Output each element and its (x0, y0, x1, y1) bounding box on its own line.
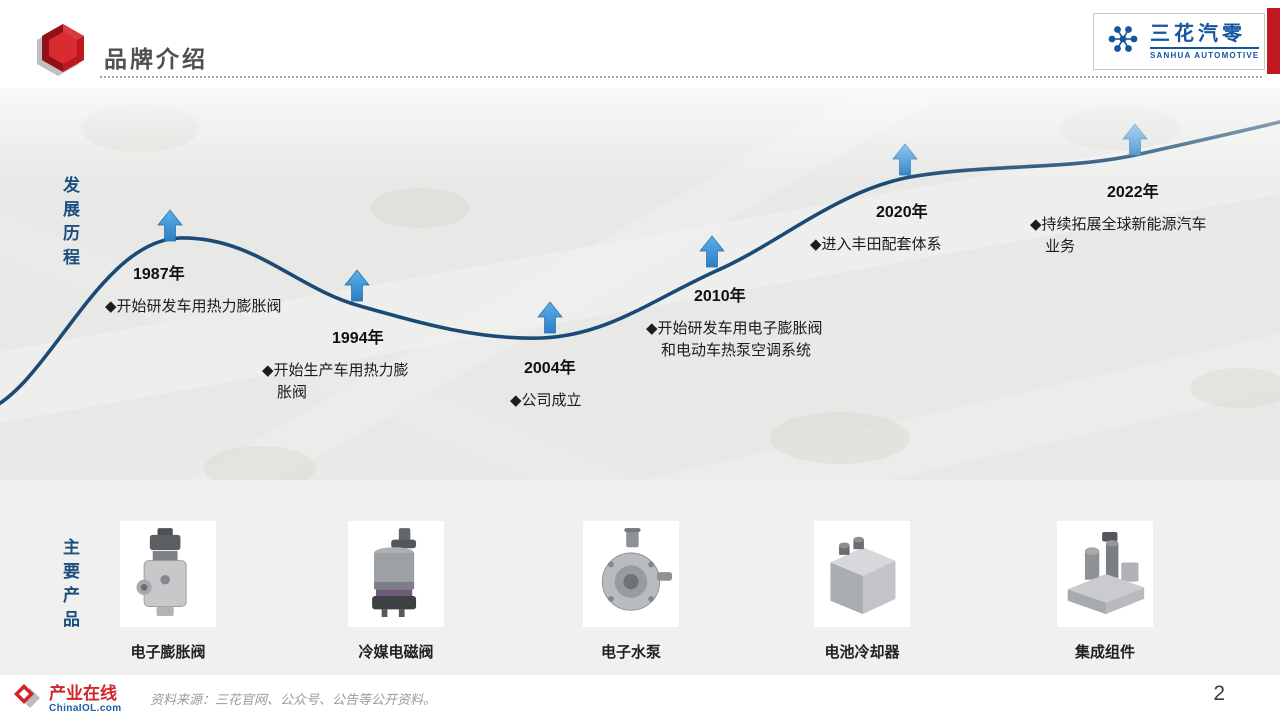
timeline-section: 发展历程 1987年 ◆开始研发车用热力膨胀阀 1994年 ◆开始生产车用热力膨… (0, 88, 1280, 480)
logo-subtitle: SANHUA AUTOMOTIVE (1150, 47, 1260, 60)
products-section: 主要产品 电子膨胀阀 (0, 480, 1280, 675)
page-title: 品牌介绍 (104, 46, 208, 72)
solenoid-valve-image (348, 521, 444, 627)
product-card: 电子水泵 (583, 521, 679, 662)
milestone-1987: 1987年 ◆开始研发车用热力膨胀阀 (105, 260, 345, 318)
source-note: 资料来源：三花官网、公众号、公告等公开资料。 (150, 692, 437, 707)
brand-domain: ChinaIOL.com (49, 703, 122, 715)
milestone-desc: ◆开始研发车用电子膨胀阀 和电动车热泵空调系统 (646, 320, 823, 359)
header-accent-bar (1267, 8, 1280, 74)
product-name: 冷媒电磁阀 (358, 644, 434, 661)
milestone-2022: 2022年 ◆持续拓展全球新能源汽车 业务 (1030, 178, 1280, 258)
page-number: 2 (1213, 682, 1225, 705)
milestone-1994: 1994年 ◆开始生产车用热力膨 胀阀 (262, 324, 502, 404)
milestone-2010: 2010年 ◆开始研发车用电子膨胀阀 和电动车热泵空调系统 (646, 282, 896, 362)
product-name: 电子膨胀阀 (130, 644, 206, 661)
diamond-logo-icon (10, 680, 44, 719)
logo-name: 三花汽零 (1150, 23, 1246, 45)
molecule-icon (1102, 18, 1144, 65)
battery-cooler-image (814, 521, 910, 627)
product-card: 电子膨胀阀 (120, 521, 216, 662)
dotted-divider (100, 76, 1262, 78)
milestone-year: 2010年 (694, 288, 746, 305)
milestone-desc: ◆公司成立 (510, 392, 582, 409)
milestone-2020: 2020年 ◆进入丰田配套体系 (810, 198, 1040, 256)
milestone-year: 2022年 (1107, 184, 1159, 201)
milestone-desc: ◆开始生产车用热力膨 胀阀 (262, 362, 409, 401)
footer: 产业在线 ChinaIOL.com 资料来源：三花官网、公众号、公告等公开资料。… (0, 675, 1280, 720)
red-gem-icon (34, 22, 88, 81)
timeline-section-label: 发展历程 (63, 176, 80, 268)
product-card: 冷媒电磁阀 (348, 521, 444, 662)
milestone-year: 2020年 (876, 204, 928, 221)
milestone-desc: ◆持续拓展全球新能源汽车 业务 (1030, 216, 1207, 255)
brand-text: 产业在线 ChinaIOL.com (49, 683, 122, 715)
chinaiol-logo: 产业在线 ChinaIOL.com (10, 680, 122, 719)
product-card: 电池冷却器 (814, 521, 910, 662)
expansion-valve-image (120, 521, 216, 627)
electronic-water-pump-image (583, 521, 679, 627)
milestone-2004: 2004年 ◆公司成立 (510, 354, 710, 412)
product-name: 电池冷却器 (824, 644, 900, 661)
products-section-label: 主要产品 (63, 538, 80, 630)
product-card: 集成组件 (1057, 521, 1153, 662)
brand-name: 产业在线 (49, 683, 117, 703)
milestone-year: 1987年 (133, 266, 185, 283)
milestone-year: 1994年 (332, 330, 384, 347)
logo-text: 三花汽零 SANHUA AUTOMOTIVE (1150, 23, 1260, 60)
header: 品牌介绍 三花 (0, 0, 1280, 88)
product-name: 集成组件 (1074, 644, 1135, 661)
milestone-desc: ◆开始研发车用热力膨胀阀 (105, 298, 282, 315)
milestone-desc: ◆进入丰田配套体系 (810, 236, 942, 253)
company-logo: 三花汽零 SANHUA AUTOMOTIVE (1093, 13, 1265, 70)
integrated-assembly-image (1057, 521, 1153, 627)
product-name: 电子水泵 (600, 644, 661, 661)
